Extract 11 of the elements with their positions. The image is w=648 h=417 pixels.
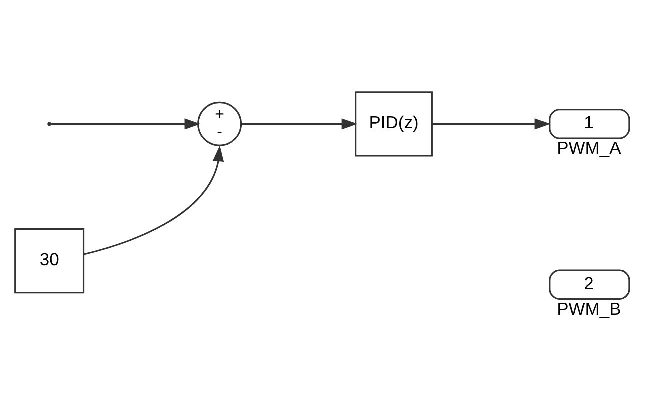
node-circle: + - — [198, 102, 242, 146]
node-box: 30 — [14, 228, 85, 294]
node-label: PWM_B — [557, 298, 622, 319]
node-box: 2 — [549, 270, 630, 300]
arrow — [432, 118, 551, 130]
arrow — [242, 118, 358, 130]
arrow — [84, 146, 224, 256]
node-box: 1 — [549, 109, 630, 140]
node-box: PID(z) — [355, 92, 433, 157]
node-label: PWM_A — [557, 138, 622, 158]
arrow — [51, 118, 201, 130]
